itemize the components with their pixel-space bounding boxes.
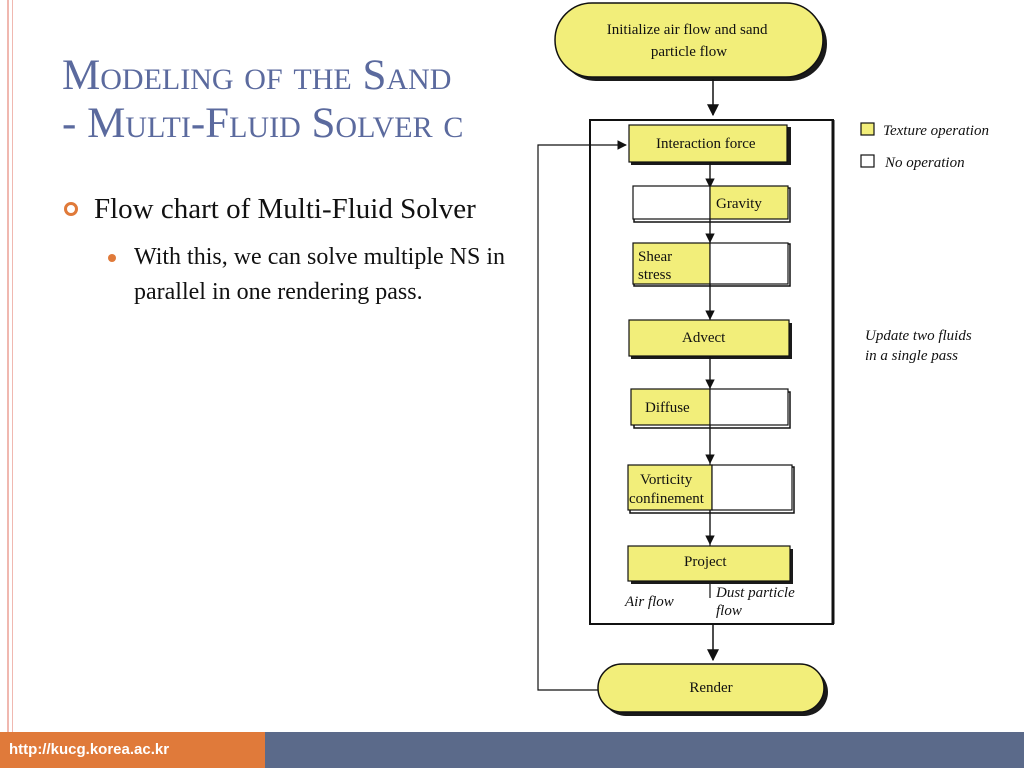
legend-texture-swatch (860, 122, 875, 136)
step-shear-stress-air (632, 242, 711, 285)
start-label: Initialize air flow and sand particle fl… (607, 22, 772, 60)
bullet-list: Flow chart of Multi-Fluid Solver With th… (62, 190, 532, 310)
step-shear-stress-particle (709, 242, 789, 285)
step-gravity-particle (709, 185, 789, 220)
step-gravity-air (632, 185, 711, 220)
legend-texture-label: Texture operation (883, 123, 989, 139)
bullet-dot-icon (108, 254, 116, 262)
step-label: Diffuse (645, 400, 690, 416)
flowchart-figure: Initialize air flow and sand particle fl… (530, 0, 1024, 732)
sub-bullet-text: With this, we can solve multiple NS in p… (134, 244, 505, 305)
feedback-loop-arrow (537, 140, 627, 691)
side-note: Update two fluids in a single pass (865, 328, 975, 364)
sub-bullet-item: With this, we can solve multiple NS in p… (62, 240, 522, 310)
start-terminal (554, 2, 824, 78)
render-terminal (597, 663, 825, 713)
step-label: Shear stress (638, 249, 676, 283)
step-label: Vorticity confinement (629, 472, 705, 507)
step-interaction-force (628, 124, 788, 163)
title-line-2: - Multi-Fluid Solver c (62, 100, 464, 147)
legend-none-label: No operation (884, 155, 965, 171)
step-label: Advect (682, 330, 726, 346)
step-vorticity-air (627, 464, 713, 511)
bullet-text: Flow chart of Multi-Fluid Solver (94, 193, 476, 225)
bullet-ring-icon (64, 202, 78, 216)
decorative-rule (7, 0, 9, 732)
lane-label-air: Air flow (624, 594, 674, 610)
lane-label-particle: Dust particle flow (715, 585, 799, 619)
step-label: Gravity (716, 196, 762, 212)
legend-none-swatch (860, 154, 875, 168)
title-line-1: Modeling of the Sand (62, 52, 452, 99)
decorative-rule (12, 0, 13, 732)
step-diffuse-particle (709, 388, 789, 426)
step-advect (628, 319, 790, 357)
step-label: Project (684, 554, 727, 570)
step-label: Interaction force (656, 136, 756, 152)
slide-title: Modeling of the Sand - Multi-Fluid Solve… (62, 52, 562, 148)
footer-url[interactable]: http://kucg.korea.ac.kr (0, 732, 265, 768)
flowchart-svg: Initialize air flow and sand particle fl… (537, 2, 989, 716)
bullet-item: Flow chart of Multi-Fluid Solver (62, 190, 532, 228)
footer-bar: http://kucg.korea.ac.kr (0, 732, 1024, 768)
render-label: Render (689, 680, 732, 696)
step-project (627, 545, 791, 582)
step-vorticity-particle (711, 464, 793, 511)
